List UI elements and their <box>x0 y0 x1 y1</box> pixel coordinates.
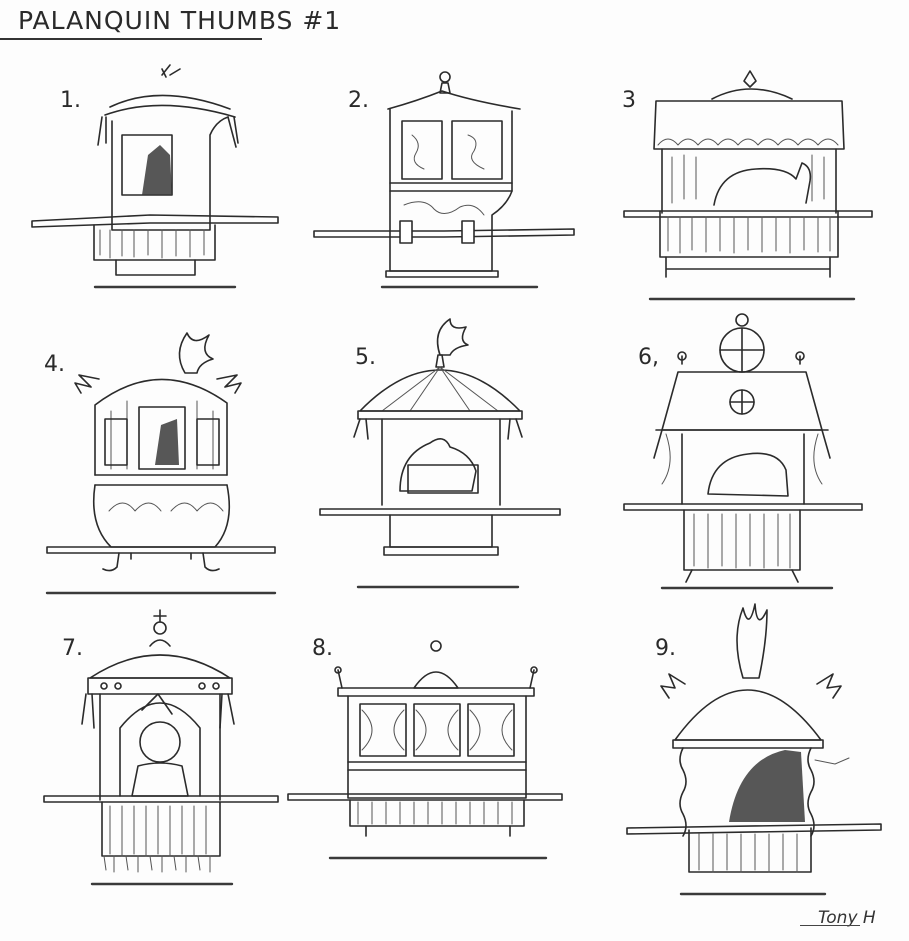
thumb-4-number: 4. <box>44 352 65 377</box>
thumb-7-number: 7. <box>62 636 83 661</box>
thumb-7-palanquin-sketch <box>43 609 279 886</box>
thumb-3-number: 3 <box>622 88 636 113</box>
sheet-title: PALANQUIN THUMBS #1 <box>18 6 342 35</box>
thumb-5-number: 5. <box>355 345 376 370</box>
thumb-8-number: 8. <box>312 636 333 661</box>
thumb-9-palanquin-sketch <box>626 603 882 896</box>
thumb-2-palanquin-sketch <box>313 71 575 289</box>
thumb-2-number: 2. <box>348 88 369 113</box>
title-underline <box>0 38 262 40</box>
thumb-6-number: 6, <box>638 345 659 370</box>
thumb-8-palanquin-sketch <box>287 640 563 860</box>
thumb-6-palanquin-sketch <box>623 313 863 590</box>
thumb-4-palanquin-sketch <box>45 332 277 595</box>
thumb-5-palanquin-sketch <box>319 318 561 589</box>
signature-underline <box>800 925 860 926</box>
thumb-1-number: 1. <box>60 88 81 113</box>
artist-signature: Tony H <box>818 908 876 928</box>
thumb-9-number: 9. <box>655 636 676 661</box>
thumb-1-palanquin-sketch <box>31 64 279 289</box>
thumb-3-palanquin-sketch <box>623 70 873 301</box>
